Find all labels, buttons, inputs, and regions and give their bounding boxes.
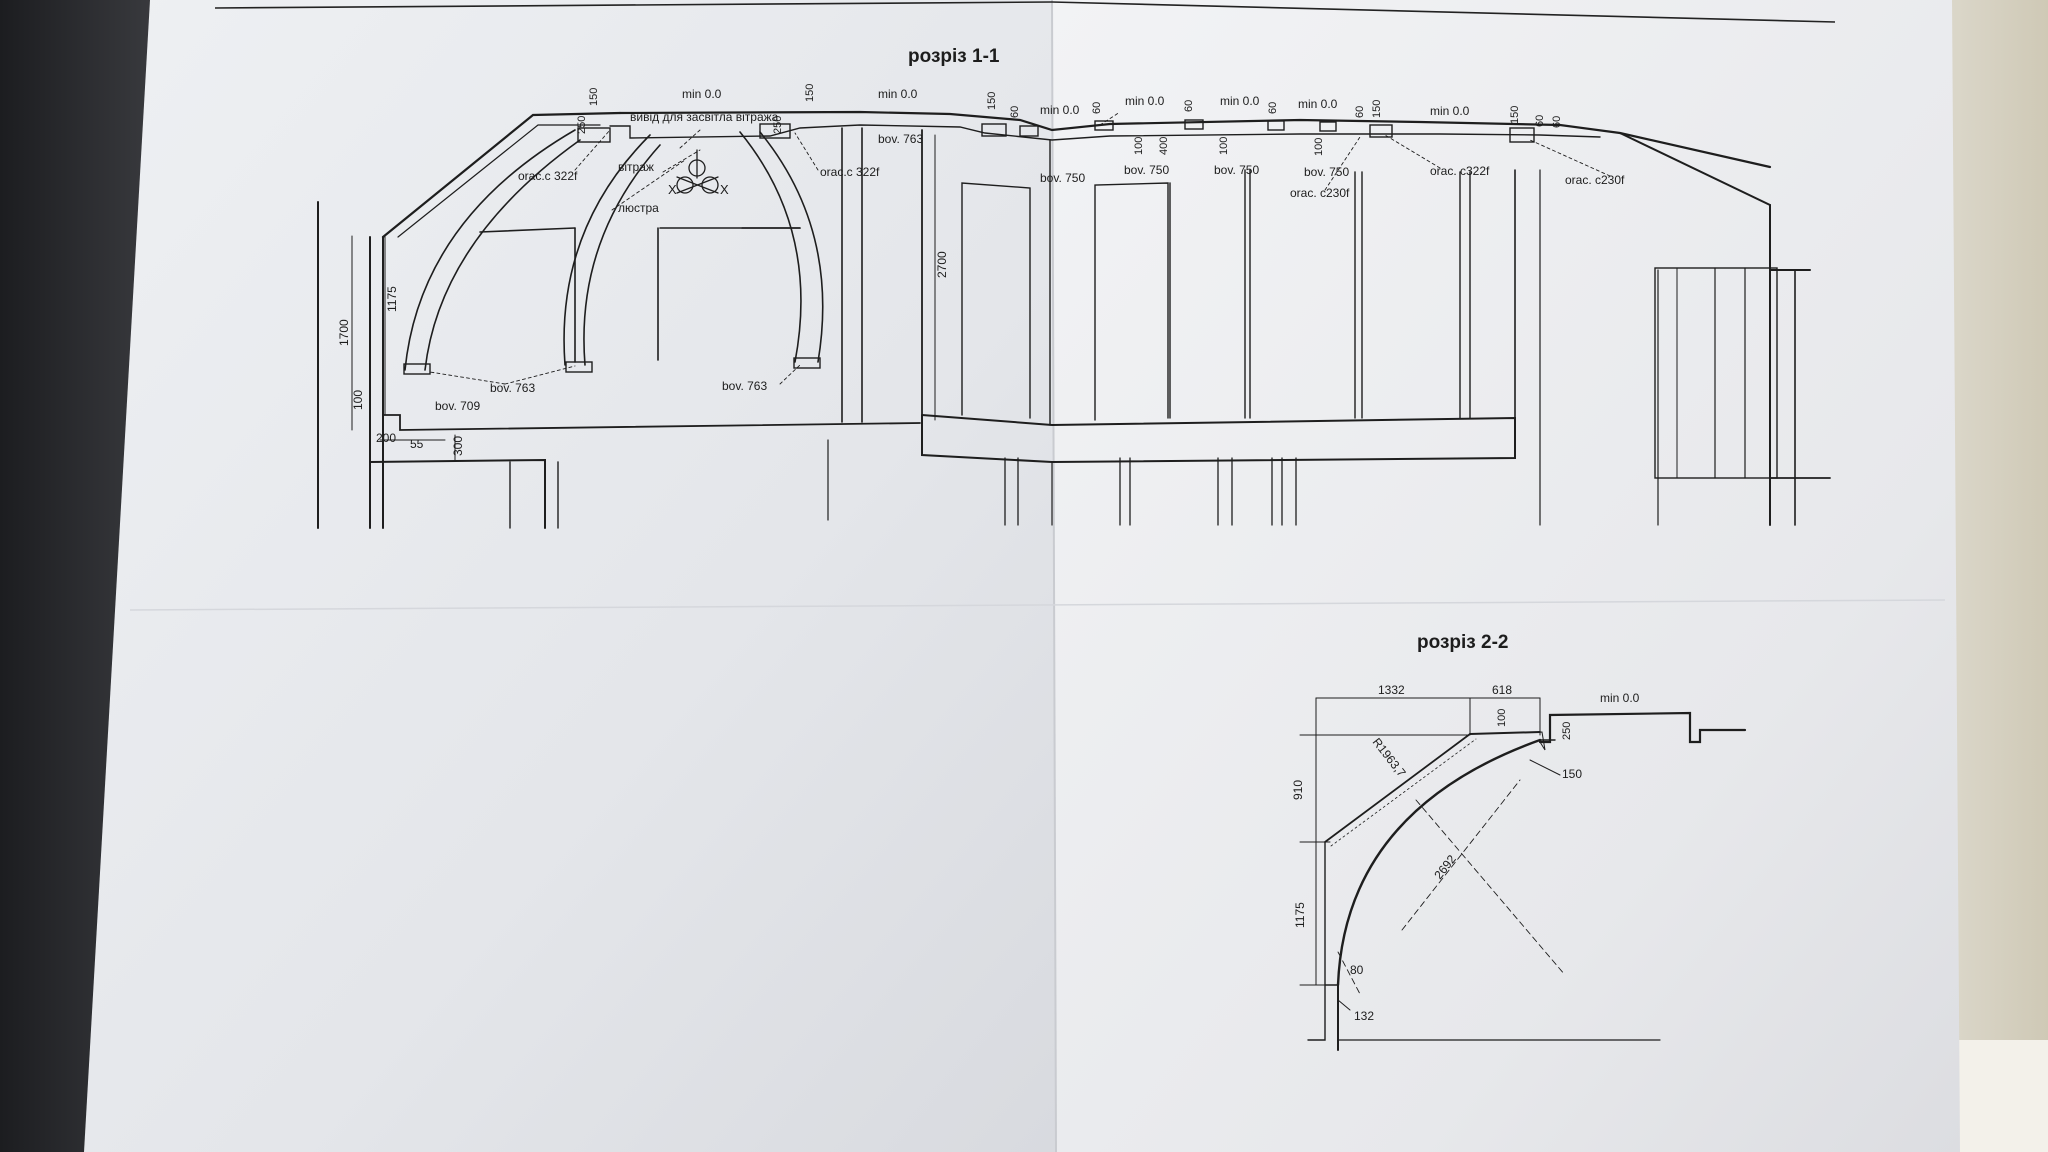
note-x-left: X (668, 182, 677, 197)
dim-100-b: 100 (1218, 137, 1230, 155)
note-bov-709: bov. 709 (435, 399, 480, 413)
dim-100-c: 100 (1313, 138, 1325, 156)
section-1-1-labels: розріз 1-1 вивід для засвітла вітража ві… (337, 46, 1625, 456)
dim-150-s2: 150 (1562, 767, 1582, 781)
dim-250-b: 250 (772, 116, 784, 134)
note-bov-763-b: bov. 763 (722, 379, 767, 393)
note-bov-763-a: bov. 763 (490, 381, 535, 395)
level-min-f: min 0.0 (1298, 97, 1338, 111)
paper-left-page (84, 0, 1056, 1152)
dim-150-a: 150 (588, 88, 600, 106)
dim-80: 80 (1350, 963, 1364, 977)
section-2-2-title: розріз 2-2 (1417, 632, 1508, 653)
dim-1175: 1175 (385, 286, 399, 312)
note-x-right: X (720, 182, 729, 197)
note-vitrazh: вітраж (618, 160, 654, 174)
level-min-e: min 0.0 (1220, 94, 1260, 108)
dim-250-a: 250 (576, 116, 588, 134)
sheet-frame (214, 1, 1836, 23)
dim-1175-s2: 1175 (1293, 902, 1307, 928)
note-bov-750-d: bov. 750 (1304, 165, 1349, 179)
dim-60-b: 60 (1091, 102, 1103, 114)
level-min-a: min 0.0 (682, 87, 722, 101)
note-bov-750-b: bov. 750 (1124, 163, 1169, 177)
faint-fold-h (129, 599, 1946, 611)
dim-150-e: 150 (1509, 106, 1521, 124)
note-vyvid: вивід для засвітла вітража (630, 110, 779, 124)
note-lyustra: люстра (618, 201, 659, 215)
page-fold (1051, 0, 1057, 1152)
dim-55: 55 (410, 437, 424, 451)
dim-60-e: 60 (1354, 106, 1366, 118)
dim-150-c: 150 (986, 92, 998, 110)
dim-100-left: 100 (351, 390, 365, 410)
note-orac-230-b: orac. c230f (1565, 173, 1625, 187)
level-min-c: min 0.0 (1040, 103, 1080, 117)
dim-60-c: 60 (1183, 100, 1195, 112)
note-bov-763-c: bov. 763 (878, 132, 923, 146)
section-2-2 (1299, 697, 1747, 1051)
note-orac-322-b: orac.c 322f (820, 165, 880, 179)
dim-100-s2: 100 (1496, 709, 1508, 727)
note-bov-750-a: bov. 750 (1040, 171, 1085, 185)
section-1-1-title: розріз 1-1 (908, 46, 1000, 67)
note-orac-322-c: orac. c322f (1430, 164, 1490, 178)
dim-132: 132 (1354, 1009, 1374, 1023)
dim-60-g: 60 (1551, 116, 1563, 128)
note-bov-750-c: bov. 750 (1214, 163, 1259, 177)
dim-400: 400 (1158, 137, 1170, 155)
dim-2700: 2700 (935, 251, 949, 278)
note-orac-230-a: orac. c230f (1290, 186, 1350, 200)
paper-right-page (1052, 0, 1960, 1152)
level-min-g: min 0.0 (1430, 104, 1470, 118)
dim-200: 200 (376, 431, 396, 445)
section-1-1 (317, 110, 1831, 529)
dim-1700: 1700 (337, 319, 351, 346)
dim-618: 618 (1492, 683, 1512, 697)
dim-150-d: 150 (1371, 100, 1383, 118)
dim-300: 300 (451, 436, 465, 456)
level-min-b: min 0.0 (878, 87, 918, 101)
section-2-2-level: min 0.0 (1600, 691, 1640, 705)
level-min-d: min 0.0 (1125, 94, 1165, 108)
dim-100-a: 100 (1133, 137, 1145, 155)
dim-60-a: 60 (1009, 106, 1021, 118)
dim-60-f: 60 (1534, 115, 1546, 127)
dim-1332: 1332 (1378, 683, 1405, 697)
dim-60-d: 60 (1267, 102, 1279, 114)
dim-250-s2: 250 (1561, 722, 1573, 740)
dim-910: 910 (1291, 780, 1305, 800)
note-orac-322-a: orac.c 322f (518, 169, 578, 183)
dim-150-b: 150 (804, 84, 816, 102)
